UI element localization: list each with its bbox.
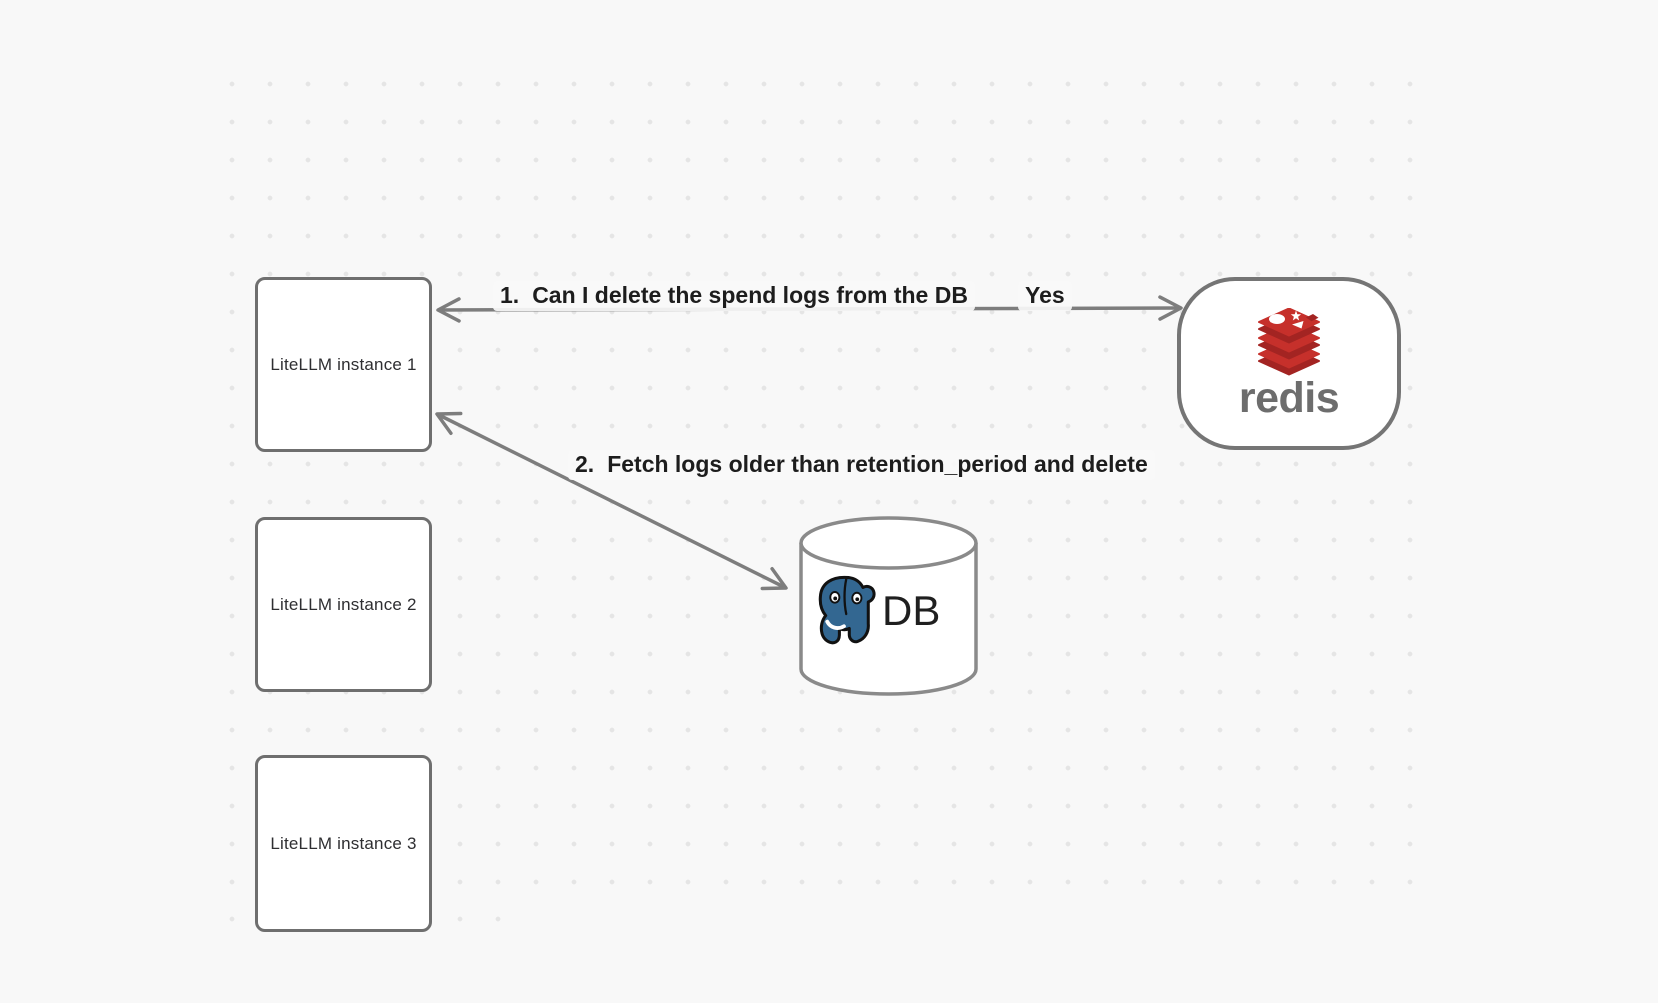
node-litellm-instance-1[interactable]: LiteLLM instance 1 <box>255 277 432 452</box>
database-label: DB <box>882 587 941 634</box>
arrow-instance1-db[interactable] <box>435 411 788 591</box>
node-label: LiteLLM instance 1 <box>270 354 417 374</box>
edge-2-label: 2. Fetch logs older than retention_period… <box>568 450 1155 480</box>
redis-wordmark: redis <box>1238 373 1340 422</box>
node-litellm-instance-3[interactable]: LiteLLM instance 3 <box>255 755 432 932</box>
edge-2-number: 2. <box>575 451 595 477</box>
node-label: LiteLLM instance 2 <box>270 594 417 614</box>
node-redis[interactable]: redis <box>1177 277 1401 450</box>
node-litellm-instance-2[interactable]: LiteLLM instance 2 <box>255 517 432 692</box>
node-label: LiteLLM instance 3 <box>270 833 417 853</box>
edge-1-text: Can I delete the spend logs from the DB <box>532 282 968 308</box>
edge-1-label: 1. Can I delete the spend logs from the D… <box>493 281 975 311</box>
edge-2-text: Fetch logs older than retention_period a… <box>607 451 1148 477</box>
redis-stack-icon <box>1258 307 1320 375</box>
postgresql-elephant-icon <box>818 575 876 645</box>
edge-1-response-label: Yes <box>1018 281 1072 311</box>
node-database[interactable]: DB <box>798 515 979 697</box>
edge-1-number: 1. <box>500 282 520 308</box>
